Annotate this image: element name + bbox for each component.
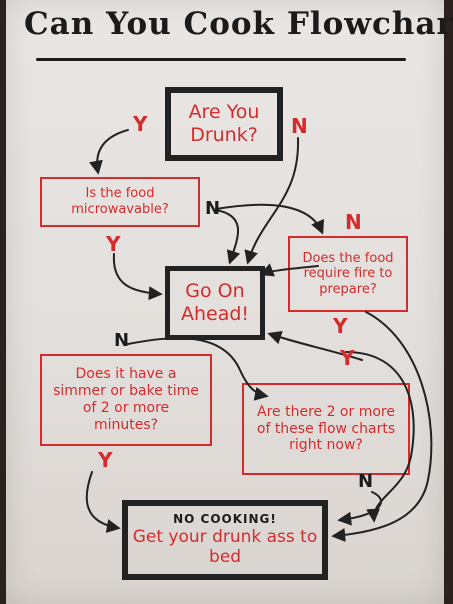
arrow-flowcharts-no-to-no-cooking: [337, 491, 383, 526]
arrow-microwavable-no-to-go-ahead: [215, 209, 241, 265]
arrow-drunk-no-to-go-ahead: [244, 137, 300, 265]
node-are-there-2-flowcharts: Are there 2 or more of these flow charts…: [242, 383, 410, 475]
arrow-simmer-no-to-flowcharts: [127, 337, 269, 401]
arrow-fire-no-to-go-ahead: [259, 263, 319, 277]
arrow-drunk-yes-to-microwavable: [89, 129, 129, 175]
label-microwavable-no: N: [205, 198, 221, 219]
node-does-food-require-fire: Does the food require fire to prepare?: [288, 236, 408, 312]
node-is-food-microwavable: Is the food microwavable?: [40, 177, 200, 227]
arrow-simmer-yes-to-no-cooking: [85, 471, 121, 533]
label-simmer-no: N: [114, 330, 130, 351]
label-fire-yes: Y: [333, 314, 348, 338]
node-go-on-ahead: Go On Ahead!: [165, 266, 265, 340]
no-cooking-body: Get your drunk ass to bed: [132, 526, 318, 568]
arrow-flowcharts-yes-to-no-cooking: [345, 351, 415, 523]
arrow-fire-yes-to-no-cooking: [331, 311, 433, 543]
label-fire-no: N: [345, 210, 362, 234]
label-flowcharts-no: N: [358, 471, 374, 492]
node-simmer-or-bake-time: Does it have a simmer or bake time of 2 …: [40, 354, 212, 446]
arrow-microwavable-no-to-fire: [215, 203, 325, 235]
label-simmer-yes: Y: [98, 448, 113, 472]
arrow-microwavable-yes-to-go-ahead: [112, 253, 163, 301]
no-cooking-heading: NO COOKING!: [173, 512, 277, 527]
title-underline: [36, 58, 406, 61]
label-microwavable-yes: Y: [106, 232, 121, 256]
arrow-flowcharts-yes-to-go-ahead: [267, 330, 363, 361]
node-are-you-drunk: Are You Drunk?: [165, 87, 283, 161]
label-drunk-yes: Y: [133, 112, 148, 136]
node-no-cooking: NO COOKING! Get your drunk ass to bed: [122, 500, 328, 580]
flowchart-title: Can You Cook Flowchart: [24, 6, 453, 42]
label-flowcharts-yes: Y: [340, 346, 355, 370]
label-drunk-no: N: [291, 114, 308, 138]
